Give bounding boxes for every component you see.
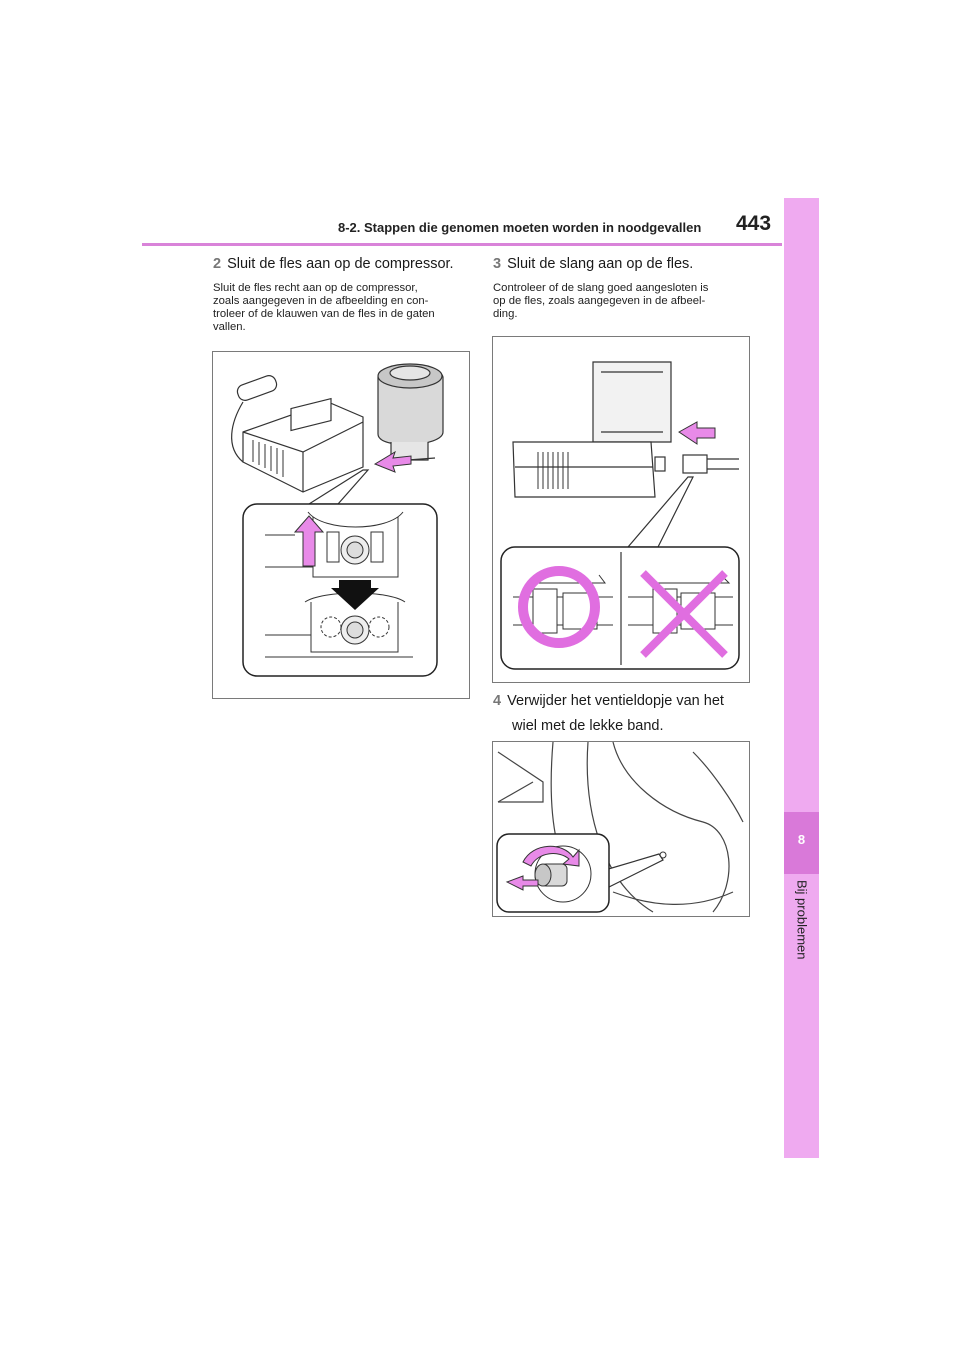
chapter-title: Bij problemen [778, 880, 825, 990]
step-2-desc-line: zoals aangegeven in de afbeelding en con… [213, 294, 429, 307]
header-rule [142, 243, 782, 246]
step-2-description: Sluit de fles recht aan op de compressor… [213, 282, 475, 334]
step-4-number: 4 [493, 693, 502, 709]
step-3-desc-line: ding. [493, 307, 518, 320]
chapter-tab [784, 812, 819, 874]
chapter-sidebar-band [784, 198, 819, 1158]
step-2-heading: 2 Sluit de fles aan op de compressor. [213, 255, 475, 275]
figure-bottle-to-compressor [212, 351, 470, 699]
step-3-title: Sluit de slang aan op de fles. [507, 256, 694, 272]
step-2-desc-line: troleer of de klauwen van de fles in de … [213, 307, 435, 320]
figure-hose-to-bottle [492, 336, 750, 683]
chapter-title-text: Bij problemen [794, 880, 809, 960]
step-4-heading: 4 Verwijder het ventieldopje van het wiel… [493, 689, 755, 738]
step-3-description: Controleer of de slang goed aangesloten … [493, 282, 755, 321]
step-4-title-line: wiel met de lekke band. [512, 717, 664, 734]
step-3-heading: 3 Sluit de slang aan op de fles. [493, 255, 755, 275]
step-2-number: 2 [213, 256, 222, 272]
page-number: 443 [736, 212, 772, 235]
chapter-number: 8 [797, 832, 806, 847]
step-3-number: 3 [493, 256, 502, 272]
step-2-desc-line: vallen. [213, 320, 246, 333]
step-3-desc-line: Controleer of de slang goed aangesloten … [493, 282, 709, 294]
step-2-title: Sluit de fles aan op de compressor. [227, 256, 454, 272]
step-4-title-line: Verwijder het ventieldopje van het [507, 693, 724, 709]
figure-remove-valve-cap [492, 741, 750, 917]
step-2-desc-line: Sluit de fles recht aan op de compressor… [213, 282, 418, 294]
step-3-desc-line: op de fles, zoals aangegeven in de afbee… [493, 294, 706, 307]
section-title: 8-2. Stappen die genomen moeten worden i… [338, 220, 702, 235]
